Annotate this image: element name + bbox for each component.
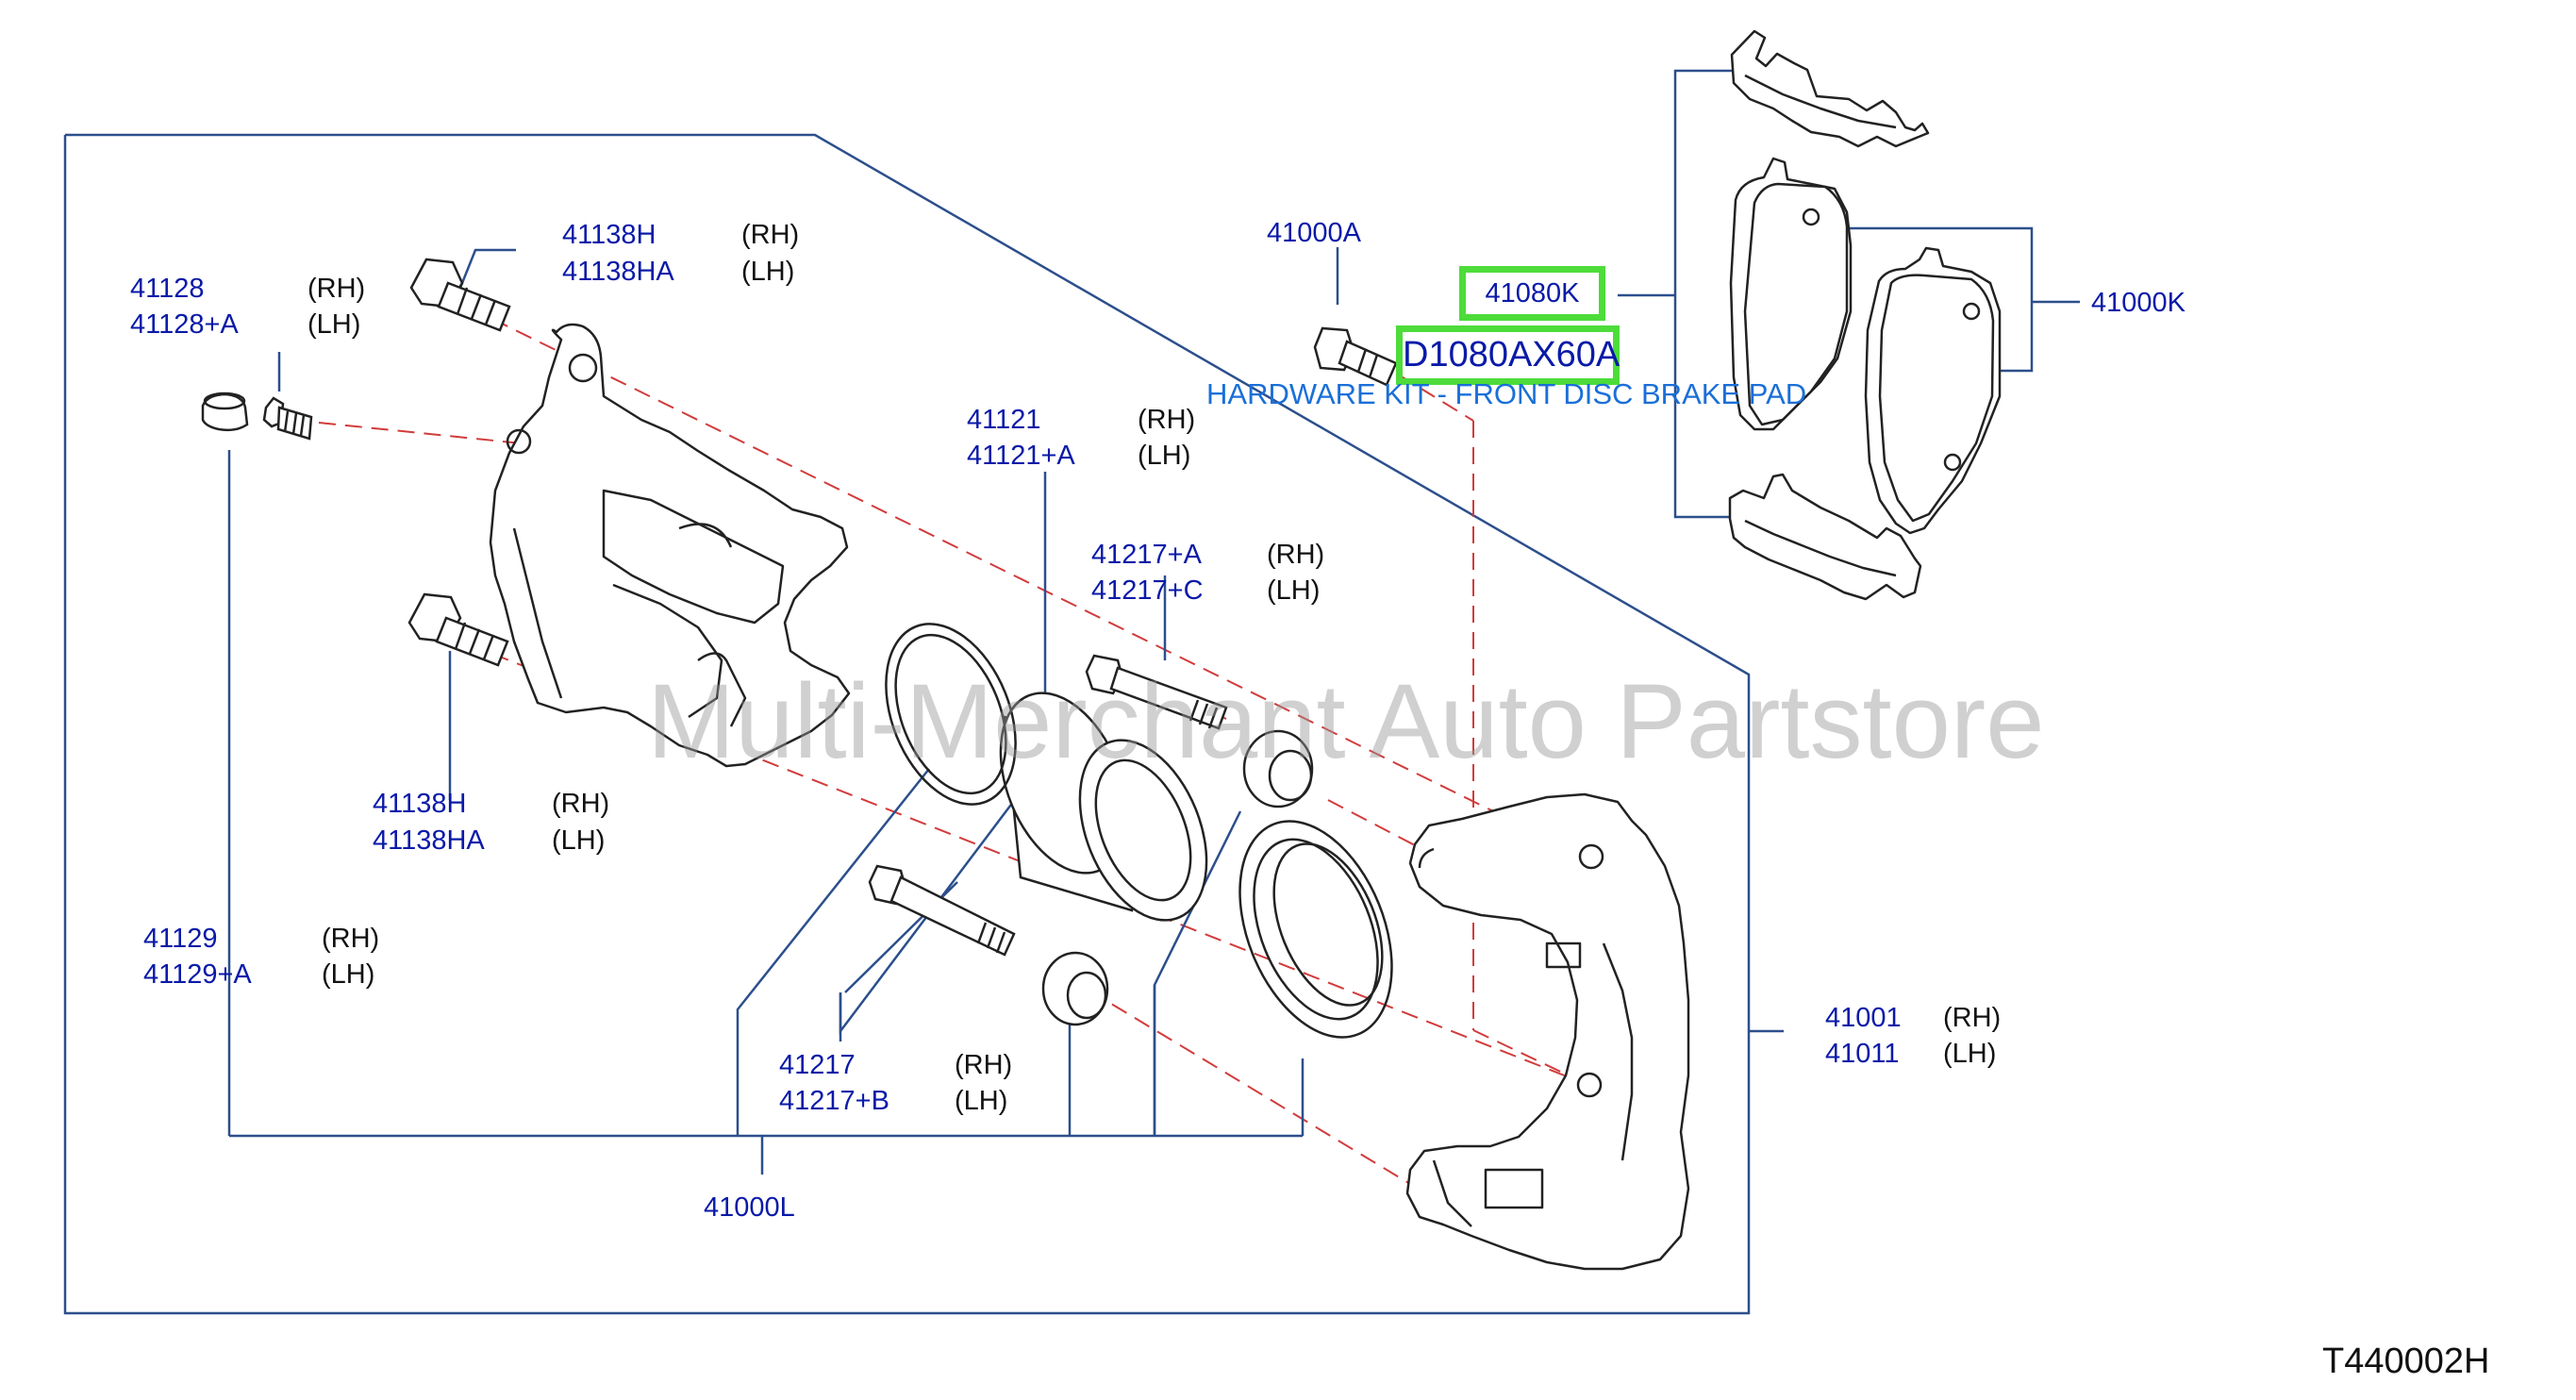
- caliper-bracket-drawing: [1405, 792, 1690, 1271]
- guide-pin-boot-lower-drawing: [1041, 951, 1109, 1026]
- part-number-label[interactable]: 41121: [967, 405, 1041, 435]
- highlighted-part-number: 41080K: [1485, 278, 1580, 308]
- side-label: (RH): [307, 274, 366, 304]
- part-number-label[interactable]: 41138H: [373, 789, 467, 819]
- side-label: (RH): [552, 789, 610, 819]
- highlighted-part-41080k[interactable]: 41080K: [1459, 266, 1605, 321]
- brake-pad-inner-drawing: [1729, 157, 1853, 431]
- watermark: Multi-Merchant Auto Partstore: [647, 662, 2045, 780]
- guide-pin-upper-drawing: [1085, 654, 1228, 730]
- part-number-label[interactable]: 41128+A: [130, 309, 239, 340]
- assembly-frame: [63, 133, 1751, 1315]
- part-number-label[interactable]: 41138H: [562, 220, 656, 250]
- side-label: (LH): [1138, 441, 1191, 471]
- part-number-label[interactable]: 41000K: [2091, 288, 2185, 318]
- part-number-label[interactable]: 41129+A: [143, 959, 252, 990]
- part-number-label[interactable]: 41001: [1825, 1003, 1902, 1033]
- side-label: (RH): [1138, 405, 1196, 435]
- guide-pin-lower-drawing: [868, 864, 1016, 957]
- guide-pin-boot-upper-drawing: [1242, 729, 1314, 808]
- highlighted-alt-part-number: D1080AX60A: [1403, 335, 1620, 375]
- figure-id: T440002H: [2322, 1342, 2490, 1381]
- brake-pad-outer-drawing: [1864, 246, 2002, 535]
- bleeder-screw-drawing: [262, 396, 313, 441]
- caliper-bolt-lower-drawing: [407, 592, 509, 667]
- part-number-label[interactable]: 41011: [1825, 1039, 1900, 1069]
- side-label: (RH): [1267, 540, 1325, 570]
- side-label: (RH): [741, 220, 800, 250]
- dust-boot-drawing: [1238, 820, 1393, 1039]
- part-number-label[interactable]: 41217+B: [779, 1086, 889, 1116]
- leader-lines: [227, 69, 2080, 1175]
- part-number-label[interactable]: 41138HA: [562, 257, 674, 287]
- highlighted-part-d1080ax60a[interactable]: D1080AX60A: [1396, 325, 1620, 385]
- side-label: (LH): [552, 825, 606, 856]
- part-number-label[interactable]: 41217+A: [1091, 540, 1202, 570]
- part-number-label[interactable]: 41129: [143, 924, 218, 954]
- part-number-label[interactable]: 41217: [779, 1050, 856, 1080]
- part-number-label[interactable]: 41138HA: [373, 825, 485, 856]
- side-label: (RH): [1943, 1003, 2002, 1033]
- side-label: (LH): [307, 309, 361, 340]
- side-label: (LH): [1267, 575, 1321, 606]
- side-label: (LH): [955, 1086, 1008, 1116]
- bleeder-cap-drawing: [201, 392, 249, 432]
- part-number-label[interactable]: 41128: [130, 274, 205, 304]
- side-label: (RH): [322, 924, 380, 954]
- caliper-bolt-upper-drawing: [409, 258, 511, 332]
- part-number-label[interactable]: 41000L: [704, 1192, 795, 1223]
- bracket-bolt-drawing: [1313, 326, 1398, 387]
- side-label: (LH): [741, 257, 795, 287]
- side-label: (LH): [322, 959, 375, 990]
- caliper-body-drawing: [489, 323, 851, 768]
- part-number-label[interactable]: 41217+C: [1091, 575, 1204, 606]
- pad-shim-top-drawing: [1730, 29, 1930, 148]
- side-label: (RH): [955, 1050, 1013, 1080]
- part-description: HARDWARE KIT - FRONT DISC BRAKE PAD: [1206, 377, 1807, 410]
- pad-shim-bottom-drawing: [1728, 473, 1922, 601]
- part-number-label[interactable]: 41121+A: [967, 441, 1075, 471]
- piston-drawing: [999, 692, 1208, 922]
- piston-seal-drawing: [885, 623, 1017, 806]
- part-number-label[interactable]: 41000A: [1267, 218, 1361, 248]
- side-label: (LH): [1943, 1039, 1997, 1069]
